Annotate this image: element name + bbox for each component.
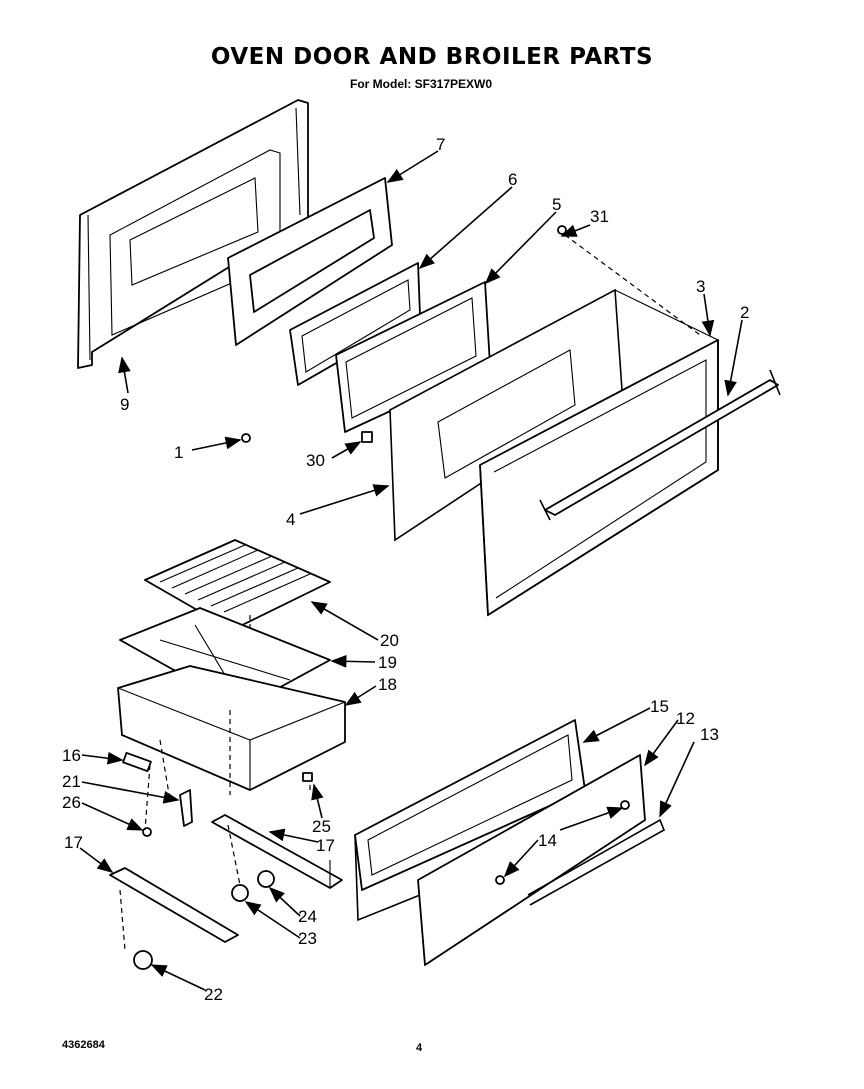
part-17-bracket-lower [109, 867, 239, 943]
model-subtitle: For Model: SF317PEXW0 [350, 77, 493, 91]
part-3-outer-door-frame [479, 289, 719, 617]
callout-21: 21 [62, 772, 81, 791]
part-17-bracket-upper [211, 814, 343, 889]
callout-5: 5 [552, 195, 561, 214]
page-number: 4 [416, 1042, 423, 1054]
assembly-guide-lines [119, 234, 701, 951]
callout-labels: 1 2 3 4 5 6 7 9 30 31 20 19 18 16 21 26 … [62, 135, 749, 1004]
callout-2: 2 [740, 303, 749, 322]
callout-13: 13 [700, 725, 719, 744]
callout-24: 24 [298, 907, 317, 926]
callout-9: 9 [120, 395, 129, 414]
callout-14: 14 [538, 831, 557, 850]
callout-20: 20 [380, 631, 399, 650]
callout-3: 3 [696, 277, 705, 296]
callout-17-upper: 17 [316, 836, 335, 855]
callout-4: 4 [286, 510, 295, 529]
callout-23: 23 [298, 929, 317, 948]
callout-6: 6 [508, 170, 517, 189]
callout-12: 12 [676, 709, 695, 728]
callout-15: 15 [650, 697, 669, 716]
callout-25: 25 [312, 817, 331, 836]
callout-31: 31 [590, 207, 609, 226]
part-7-door-gasket [227, 177, 393, 346]
part-12-drawer-front [417, 754, 666, 966]
callout-30: 30 [306, 451, 325, 470]
callout-22: 22 [204, 985, 223, 1004]
callout-7: 7 [436, 135, 445, 154]
part-20-broiler-grid [144, 539, 331, 631]
callout-18: 18 [378, 675, 397, 694]
callout-1: 1 [174, 443, 183, 462]
document-number: 4362684 [62, 1039, 105, 1051]
page-title: OVEN DOOR AND BROILER PARTS [210, 44, 654, 70]
callout-19: 19 [378, 653, 397, 672]
callout-17-lower: 17 [64, 833, 83, 852]
callout-26: 26 [62, 793, 81, 812]
part-2-door-handle [539, 369, 781, 521]
part-9-inner-door-panel [77, 99, 309, 369]
callout-16: 16 [62, 746, 81, 765]
part-18-broiler-pan [117, 665, 346, 791]
callout-leaders [79, 150, 743, 991]
